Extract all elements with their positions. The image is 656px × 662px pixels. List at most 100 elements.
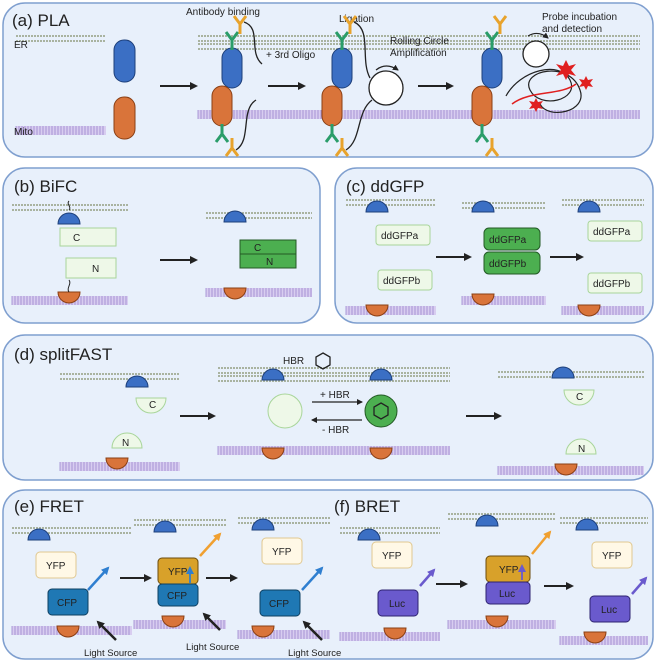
ddgfp-fragment-a: [587, 220, 643, 242]
bifc-fragment-n: [65, 257, 117, 279]
antibody-icon: [324, 124, 350, 157]
er-anchor: [471, 200, 495, 213]
mito-anchor: [369, 447, 393, 460]
light-source-arrow: [202, 612, 221, 631]
rotation-arrow: [375, 64, 399, 71]
splitfast-complex-bound: [364, 394, 398, 428]
ddgfp-complex-b: [483, 251, 541, 275]
emission-arrow: [87, 566, 110, 591]
ddgfp-fragment-a-label: ddGFPa: [381, 231, 419, 242]
light-source-label: Light Source: [288, 648, 341, 659]
er-anchor: [575, 518, 599, 531]
ddgfp-complex-a-label: ddGFPa: [489, 235, 527, 246]
mito-anchor: [223, 287, 247, 300]
ddgfp-title: (c) ddGFP: [346, 177, 424, 196]
mito-anchor: [471, 293, 495, 306]
oligo-strand: [243, 21, 263, 65]
er-anchor: [57, 212, 81, 225]
ddgfp-fragment-b: [377, 269, 433, 291]
antibody-icon: [484, 15, 508, 50]
splitfast-fragment-n-label: N: [578, 444, 585, 455]
cfp-box: [47, 588, 89, 616]
yfp-box: [591, 541, 633, 569]
mito-protein: [471, 85, 493, 127]
mito-anchor: [383, 627, 407, 640]
mito-anchor: [57, 291, 81, 304]
bifc-fragment-c: [59, 227, 117, 247]
ddgfp-complex-b-label: ddGFPb: [489, 259, 527, 270]
ddgfp-fragment-a: [375, 224, 431, 246]
bifc-title: (b) BiFC: [14, 177, 77, 196]
mito-membrane: [198, 110, 640, 119]
er-protein: [481, 47, 503, 89]
er-protein: [221, 47, 243, 89]
er-anchor: [27, 528, 51, 541]
mito-membrane: [238, 630, 330, 639]
luc-box: [377, 589, 419, 617]
step-antibody-label: Antibody binding: [186, 7, 260, 18]
step-oligo-label: + 3rd Oligo: [266, 50, 316, 61]
bifc-complex-n-label: N: [266, 257, 273, 268]
rotation-arrow: [527, 32, 549, 39]
light-source-label: Light Source: [186, 642, 239, 653]
yfp-label: YFP: [272, 547, 292, 558]
bret-title: (f) BRET: [334, 497, 400, 516]
dna-circle: [368, 70, 404, 106]
bifc-complex-c-label: C: [254, 243, 261, 254]
cfp-label: CFP: [167, 591, 187, 602]
step-rca-label-2: Amplification: [390, 48, 447, 59]
step-rca-label-1: Rolling Circle: [390, 36, 449, 47]
antibody-icon: [334, 15, 358, 50]
splitfast-complex-open: [267, 393, 303, 429]
antibody-icon: [224, 15, 248, 50]
ddgfp-fragment-b: [587, 272, 643, 294]
mito-membrane: [562, 306, 644, 315]
light-source-arrow: [96, 620, 117, 641]
ddgfp-complex-a: [483, 227, 541, 251]
step-probe-label-2: and detection: [542, 24, 602, 35]
cfp-label: CFP: [57, 598, 77, 609]
linker: [67, 279, 71, 293]
er-anchor: [475, 514, 499, 527]
mito-anchor: [577, 304, 601, 317]
er-anchor: [357, 528, 381, 541]
mito-membrane: [218, 446, 450, 455]
er-anchor: [365, 200, 389, 213]
mito-protein: [113, 96, 136, 140]
yfp-box: [35, 551, 77, 579]
dna-circle: [522, 40, 550, 68]
yfp-label: YFP: [382, 551, 402, 562]
splitfast-fragment-c-label: C: [576, 392, 583, 403]
mito-anchor: [485, 615, 509, 628]
pla-title: (a) PLA: [12, 11, 70, 30]
antibody-icon: [214, 124, 240, 157]
yfp-box: [261, 537, 303, 565]
fret-title: (e) FRET: [14, 497, 84, 516]
mito-anchor: [261, 447, 285, 460]
cfp-box: [259, 589, 301, 617]
yfp-label: YFP: [602, 551, 622, 562]
mito-anchor: [583, 631, 607, 644]
splitfast-fragment-n: [111, 432, 143, 449]
er-label: ER: [14, 40, 28, 51]
mito-anchor: [56, 625, 80, 638]
yfp-label: YFP: [46, 561, 66, 572]
er-anchor: [577, 200, 601, 213]
yfp-box: [371, 541, 413, 569]
bifc-fragment-n-label: N: [92, 264, 99, 275]
mito-membrane: [206, 288, 312, 297]
emission-arrow: [631, 576, 648, 595]
fluorescent-probe-icon: [529, 60, 593, 112]
hbr-label: HBR: [283, 356, 304, 367]
oligo-strand: [235, 99, 257, 151]
minus-hbr-label: - HBR: [322, 425, 349, 436]
mito-anchor: [105, 457, 129, 470]
luc-label: Luc: [499, 589, 515, 600]
step-ligation-label: Ligation: [339, 14, 374, 25]
hbr-ligand-icon: [373, 402, 389, 420]
ddgfp-fragment-a-label: ddGFPa: [593, 227, 631, 238]
emission-arrow: [301, 566, 324, 591]
emission-arrow: [531, 530, 552, 555]
splitfast-fragment-c: [135, 397, 167, 414]
